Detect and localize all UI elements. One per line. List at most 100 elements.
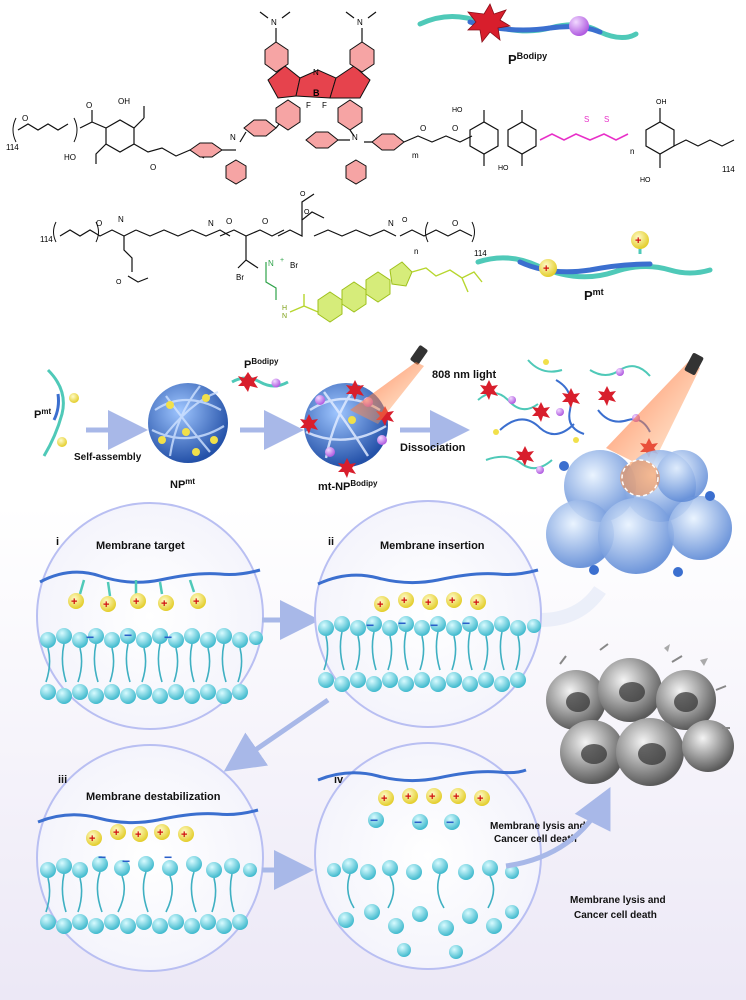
cholesterol-icon — [289, 261, 483, 323]
atom-br2: Br — [290, 261, 298, 270]
mt-repeat-n: n — [414, 247, 418, 256]
atom-s1: S — [584, 115, 589, 124]
svg-text:N: N — [357, 18, 363, 27]
svg-text:+: + — [543, 263, 549, 275]
svg-text:+: + — [133, 596, 139, 608]
svg-text:−: − — [122, 853, 130, 869]
pbodipy-label: PBodipy — [508, 51, 547, 67]
svg-text:+: + — [425, 597, 431, 609]
outside-result-line2: Cancer cell death — [574, 910, 657, 921]
atom-br1: Br — [236, 273, 244, 282]
svg-text:+: + — [193, 596, 199, 608]
purple-unit-icon — [569, 16, 589, 36]
panel-iii-title: Membrane destabilization — [86, 791, 221, 803]
svg-text:+: + — [113, 827, 119, 839]
svg-text:O: O — [452, 219, 458, 228]
svg-text:+: + — [181, 829, 187, 841]
svg-text:−: − — [124, 627, 132, 643]
mt-repeat-114-left: 114 — [40, 235, 53, 244]
bodipy-star-icon — [467, 3, 512, 43]
repeat-114-right: 114 — [722, 165, 735, 174]
panel-iii-numeral: iii — [58, 774, 67, 786]
svg-text:+: + — [161, 598, 167, 610]
svg-text:N: N — [388, 219, 394, 228]
svg-text:+: + — [477, 793, 483, 805]
svg-text:+: + — [401, 595, 407, 607]
laser-fiber-icon — [350, 345, 428, 424]
arrow-to-death — [505, 787, 611, 869]
atom-n: N — [313, 68, 319, 77]
bodipy-core: B F F N N N — [259, 11, 377, 131]
cation-icon — [539, 259, 557, 277]
svg-text:O: O — [304, 209, 310, 216]
workflow-pbodipy-label: PBodipy — [244, 357, 279, 371]
pbodipy-cartoon: PBodipy — [417, 3, 639, 67]
svg-text:N: N — [118, 215, 124, 224]
svg-text:−: − — [366, 617, 374, 633]
svg-text:O: O — [402, 217, 408, 224]
atom-f2: F — [322, 101, 327, 110]
svg-text:+: + — [377, 599, 383, 611]
svg-text:−: − — [164, 849, 172, 865]
workflow-pmt-label: Pmt — [34, 407, 51, 421]
atom-f1: F — [306, 101, 311, 110]
atom-ho: HO — [64, 153, 76, 162]
svg-text:O: O — [300, 191, 306, 198]
svg-text:N: N — [352, 133, 358, 142]
svg-text:−: − — [398, 615, 406, 631]
svg-text:N: N — [271, 18, 277, 27]
self-assembly-label: Self-assembly — [74, 452, 142, 463]
mt-repeat-114-right: 114 — [474, 249, 487, 258]
svg-text:−: − — [164, 629, 172, 645]
panel-iv: iv + + + + + − − − Membrane lysis and Ca… — [314, 742, 586, 970]
svg-text:O: O — [262, 217, 268, 226]
laser-beam-tumor — [606, 360, 700, 470]
svg-text:+: + — [381, 793, 387, 805]
pmt-structure: 114 O N O N O O Br N + Br H N O — [40, 191, 487, 323]
svg-text:−: − — [98, 849, 106, 865]
svg-text:+: + — [429, 791, 435, 803]
inside-result-line2: Cancer cell death — [494, 834, 577, 845]
mt-np-bodipy-label: mt-NPBodipy — [318, 479, 378, 493]
svg-text:+: + — [280, 257, 284, 264]
pbodipy-structure: 114 O O OH HO O N B F F N — [6, 11, 735, 185]
dead-cell-cluster — [546, 643, 734, 786]
cation-icon — [631, 231, 649, 249]
laser-beam — [350, 362, 424, 424]
panel-ii-title: Membrane insertion — [380, 540, 485, 552]
svg-text:+: + — [157, 827, 163, 839]
repeat-n: n — [630, 147, 634, 156]
svg-text:+: + — [71, 596, 77, 608]
svg-text:−: − — [370, 812, 378, 828]
np-mt-nanoparticle — [148, 383, 228, 463]
svg-text:+: + — [135, 829, 141, 841]
pmt-strand — [42, 368, 65, 457]
svg-text:O: O — [420, 124, 426, 133]
svg-text:+: + — [103, 599, 109, 611]
atom-oh: OH — [118, 97, 130, 106]
dissociation-label: Dissociation — [400, 442, 466, 454]
arrow-ii-to-iii — [223, 697, 330, 772]
outside-result-line1: Membrane lysis and — [570, 895, 666, 906]
repeat-m: m — [412, 151, 419, 160]
svg-text:O: O — [86, 101, 92, 110]
svg-text:OH: OH — [656, 99, 667, 106]
svg-text:−: − — [414, 814, 422, 830]
svg-text:N: N — [268, 259, 274, 268]
panel-i-numeral: i — [56, 536, 59, 548]
svg-text:+: + — [473, 597, 479, 609]
svg-text:HO: HO — [452, 107, 463, 114]
np-mt-label: NPmt — [170, 477, 195, 491]
svg-text:+: + — [635, 235, 641, 247]
svg-text:+: + — [405, 791, 411, 803]
panel-ii-numeral: ii — [328, 536, 334, 548]
svg-text:O: O — [116, 279, 122, 286]
tumor-cell-cluster — [546, 353, 732, 577]
panel-i: i Membrane target + + + + + − − − — [36, 502, 264, 730]
svg-text:O: O — [96, 219, 102, 228]
atom-s2: S — [604, 115, 609, 124]
svg-text:−: − — [430, 617, 438, 633]
panel-iii: iii Membrane destabilization + + + + + −… — [36, 744, 264, 972]
